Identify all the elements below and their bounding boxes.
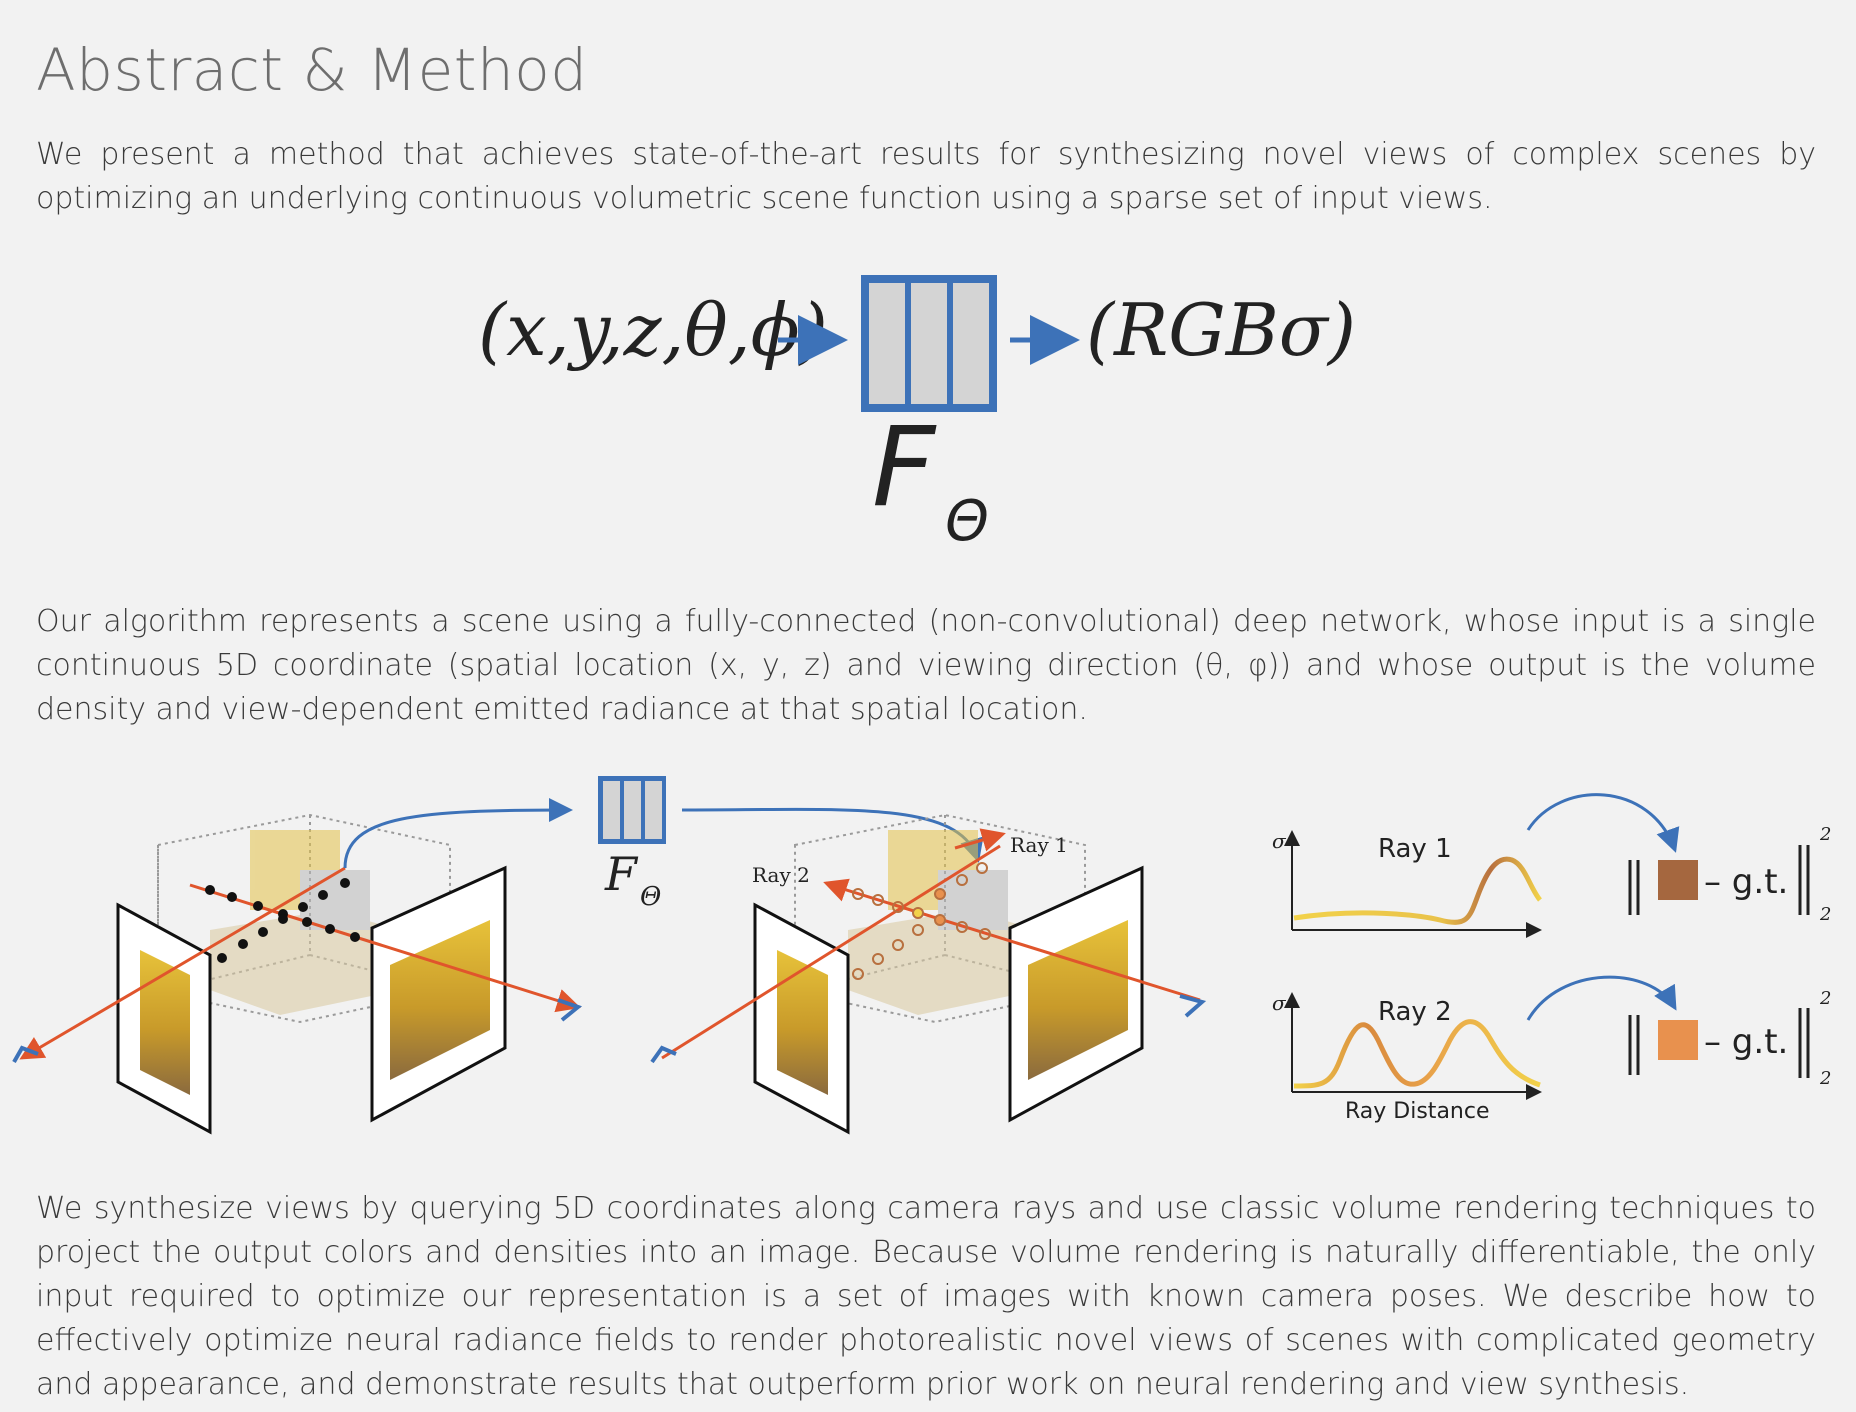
sigma-label-1: σ [1272,829,1287,853]
scene-object-left [210,830,400,1015]
loss-text-ray2: – g.t. [1704,1022,1788,1062]
plot-ray2: σ Ray 2 Ray Distance [1272,991,1542,1124]
arrow-to-network [343,798,573,869]
loss-sub-ray2: 2 [1819,1068,1831,1089]
arrow-plot1-to-loss [1526,793,1680,853]
pipeline-network-symbol: F [604,847,639,901]
arrow-plot2-to-loss [1526,975,1677,1021]
ray1-label: Ray 1 [1010,833,1068,857]
pipeline-network-subscript: Θ [640,882,661,912]
x-axis-label: Ray Distance [1345,1099,1490,1124]
color-swatch-ray1 [1658,860,1698,900]
loss-sup-ray1: 2 [1819,824,1831,845]
formula-output: (RGBσ) [1086,288,1356,372]
loss-sup-ray2: 2 [1819,988,1831,1009]
sigma-label-2: σ [1272,991,1287,1015]
loss-text-ray1: – g.t. [1704,862,1788,902]
synthesis-paragraph: We synthesize views by querying 5D coord… [36,1191,1816,1402]
formula-figure: (x,y,z,θ,ϕ) (RGBσ) F Θ [478,275,1356,554]
camera-image-left-2 [370,865,507,1123]
scene-middle: Ray 2 Ray 1 [650,813,1207,1135]
camera-image-left-1 [116,902,212,1135]
abstract-paragraph: We present a method that achieves state-… [36,137,1816,216]
color-swatch-ray2 [1658,1020,1698,1060]
method-paragraph: Our algorithm represents a scene using a… [36,604,1816,727]
scene-left [12,813,583,1135]
network-subscript: Θ [945,489,989,554]
formula-input: (x,y,z,θ,ϕ) [478,288,828,372]
plot-ray1: σ Ray 1 [1272,829,1543,938]
plot-ray1-title: Ray 1 [1378,834,1452,864]
ray2-label: Ray 2 [752,863,810,887]
camera-image-middle-2 [1008,865,1144,1123]
loss-ray2: – g.t. 2 2 [1628,988,1831,1089]
loss-sub-ray1: 2 [1819,904,1831,925]
section-title: Abstract & Method [36,36,588,104]
network-symbol: F [872,403,937,531]
pipeline-figure: F Θ [12,776,1831,1135]
pipeline-network-block [598,776,666,844]
camera-image-middle-1 [753,902,850,1135]
loss-ray1: – g.t. 2 2 [1628,824,1831,925]
plot-ray2-title: Ray 2 [1378,997,1452,1027]
network-block [861,275,997,412]
